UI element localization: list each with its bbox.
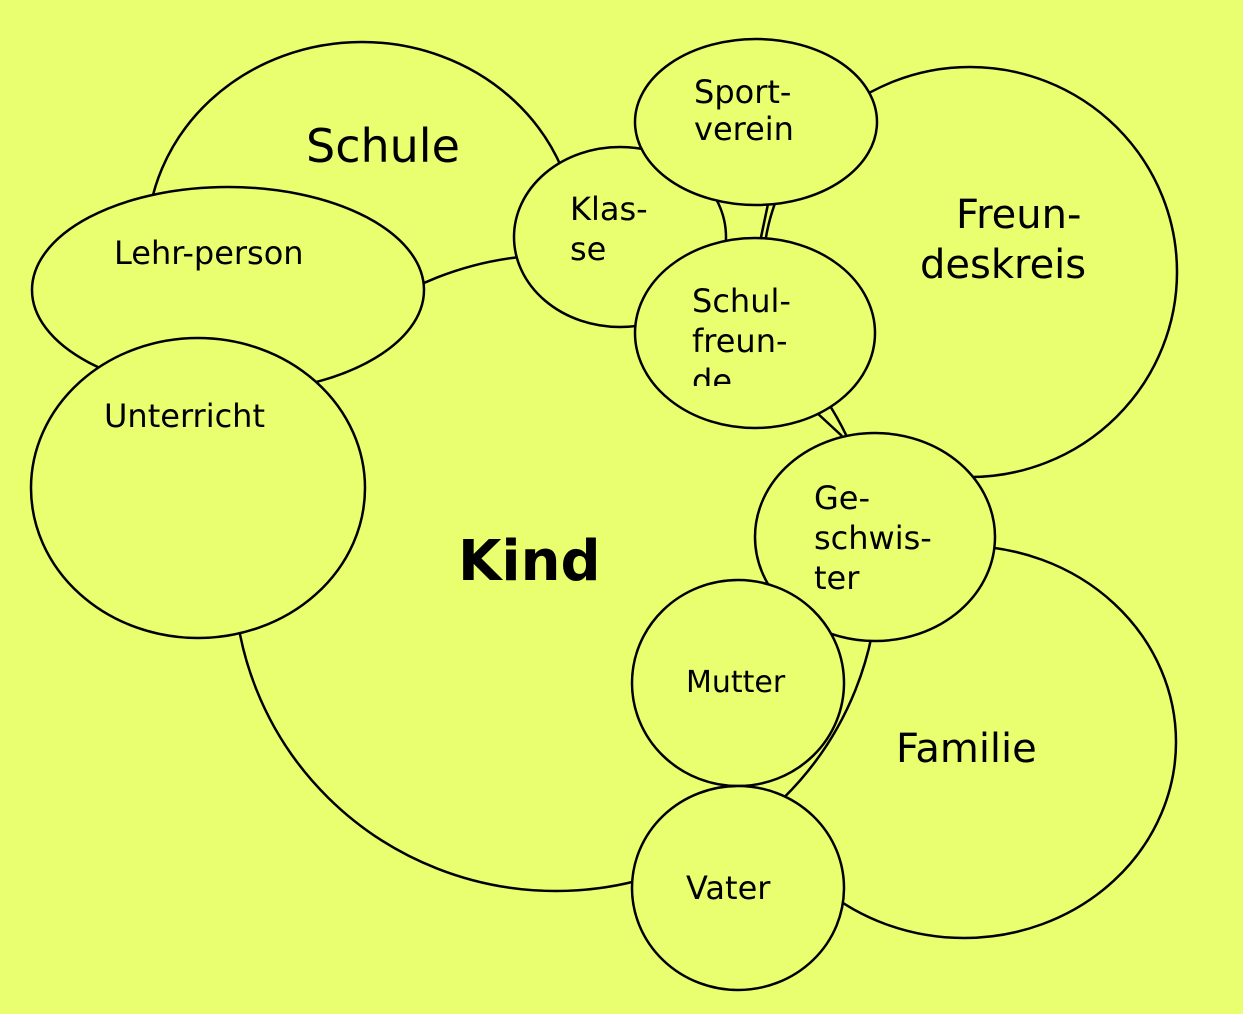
schule-label: Schule <box>306 119 460 173</box>
geschwister-label-line-3: ter <box>814 559 860 597</box>
schulfreunde-label-line-2: freun- <box>692 322 788 360</box>
connector-sportverein-schulfreunde <box>758 203 770 243</box>
schulfreunde-circle <box>633 236 877 430</box>
freundeskreis-label-line-1: Freun- <box>956 192 1081 238</box>
vater-circle <box>630 784 846 992</box>
schulfreunde-label-group: Schul- freun- de <box>692 282 791 400</box>
kind-label: Kind <box>458 529 601 594</box>
geschwister-circle <box>753 431 997 643</box>
klasse-label-line-1: Klas- <box>570 190 648 228</box>
freundeskreis-label-line-2: deskreis <box>920 242 1086 288</box>
geschwister-label-line-1: Ge- <box>814 479 870 517</box>
lehrperson-label: Lehr-person <box>114 234 304 272</box>
sportverein-label-line-1: Sport- <box>694 73 791 111</box>
geschwister-label-line-2: schwis- <box>814 519 932 557</box>
unterricht-circle <box>29 336 367 640</box>
familie-label: Familie <box>896 726 1037 772</box>
sportverein-circle <box>633 37 879 207</box>
connector-schulfreunde-geschwister <box>815 411 843 437</box>
sportverein-label-line-2: verein <box>694 110 794 148</box>
schulfreunde-label-line-3: de <box>692 362 732 400</box>
klasse-label-line-2: se <box>570 230 606 268</box>
unterricht-label: Unterricht <box>104 397 265 435</box>
vater-label: Vater <box>686 869 771 907</box>
mutter-label: Mutter <box>686 665 786 700</box>
schulfreunde-label-line-1: Schul- <box>692 282 791 320</box>
